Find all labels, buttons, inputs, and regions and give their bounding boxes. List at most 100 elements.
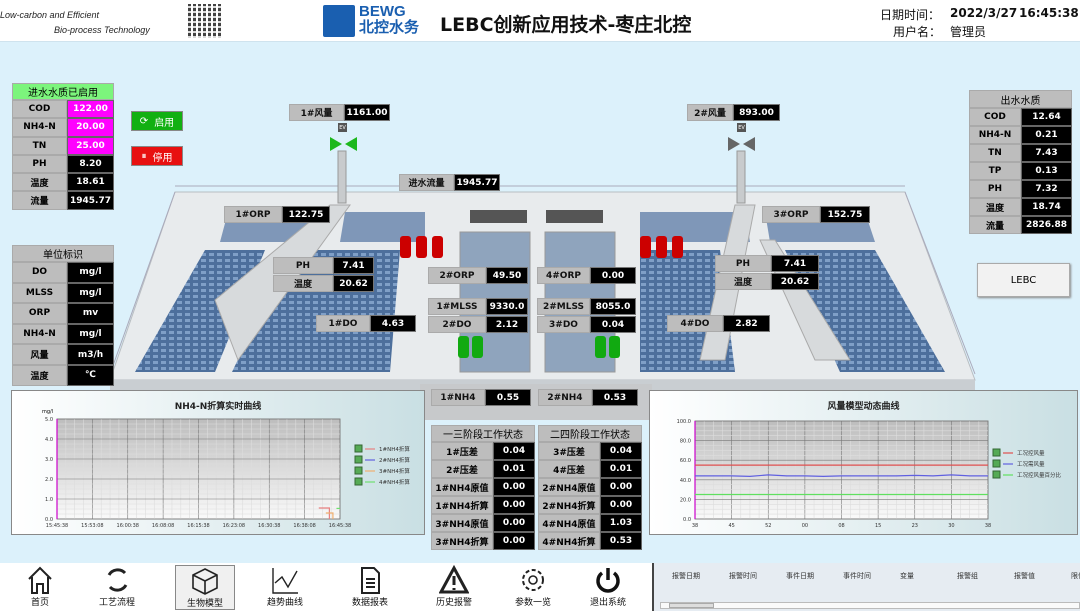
readout-value: 1161.00 <box>344 104 390 121</box>
legend-item: 3#NH4折算 <box>354 466 410 475</box>
alarm-column-header[interactable]: 事件日期 <box>786 572 814 580</box>
slogan-line1: Low-carbon and Efficient <box>0 10 100 20</box>
alarm-column-header[interactable]: 报警日期 <box>672 572 700 580</box>
outflow-title: 出水水质 <box>969 90 1072 108</box>
alarm-panel: 报警日期 报警时间 事件日期 事件时间 变量 报警组 报警值 限值 <box>652 563 1080 611</box>
alarm-column-header[interactable]: 事件时间 <box>843 572 871 580</box>
disable-button[interactable]: ⏸停用 <box>131 146 183 166</box>
alarm-column-header[interactable]: 报警值 <box>1014 572 1035 580</box>
time: 16:45:38 <box>1019 6 1079 20</box>
y-tick-label: 5.0 <box>45 417 53 423</box>
stage24-title: 二四阶段工作状态 <box>538 425 642 442</box>
nav-line-chart[interactable]: 趋势曲线 <box>255 565 315 608</box>
table-row: 温度℃ <box>12 364 114 386</box>
nav-label: 趋势曲线 <box>266 598 303 608</box>
lebc-button[interactable]: LEBC <box>977 263 1070 297</box>
row-value: 25.00 <box>67 136 114 155</box>
document-icon <box>361 567 380 594</box>
readout-value: 8055.0 <box>590 298 636 315</box>
date: 2022/3/27 <box>950 6 1018 20</box>
nav-home[interactable]: 首页 <box>10 565 70 608</box>
legend-item: 2#NH4折算 <box>354 455 410 464</box>
legend-checkbox <box>992 470 1001 479</box>
nav-label: 首页 <box>30 598 49 608</box>
row-value: 0.01 <box>600 460 642 478</box>
row-value: 0.01 <box>493 460 535 478</box>
alarm-scrollbar[interactable] <box>660 602 1080 609</box>
row-label: 4#NH4原值 <box>538 514 600 532</box>
row-value: 0.00 <box>493 532 535 550</box>
valve-1-icon <box>330 137 357 151</box>
line-chart-icon <box>272 568 298 594</box>
x-tick-label: 16:45:38 <box>329 523 351 529</box>
nav-gear[interactable]: 参数一览 <box>503 565 563 608</box>
alarm-column-header[interactable]: 限值 <box>1071 572 1080 580</box>
tank-3-top <box>640 212 750 242</box>
row-label: 2#NH4原值 <box>538 478 600 496</box>
home-icon <box>28 566 52 594</box>
row-value: m3/h <box>67 344 114 365</box>
row-value: 0.00 <box>600 496 642 514</box>
scrollbar-thumb[interactable] <box>669 603 714 608</box>
row-value: 0.00 <box>493 496 535 514</box>
row-value: mg/l <box>67 282 114 304</box>
nav-cube[interactable]: 生物模型 <box>175 565 235 610</box>
nav-document[interactable]: 数据报表 <box>340 565 400 608</box>
gear-icon <box>522 569 544 591</box>
enable-button[interactable]: ⟳启用 <box>131 111 183 131</box>
nh4-chart-title: NH4-N折算实时曲线 <box>174 402 262 412</box>
alarm-column-header[interactable]: 报警组 <box>957 572 978 580</box>
row-value: 122.00 <box>67 100 114 119</box>
row-value: 0.00 <box>493 514 535 532</box>
x-tick-label: 45 <box>728 523 734 529</box>
row-value: 18.61 <box>67 173 114 192</box>
alarm-column-header[interactable]: 变量 <box>900 572 914 580</box>
series-line <box>695 474 988 477</box>
enable-label: 启用 <box>154 117 175 129</box>
green-pumps <box>458 336 620 358</box>
readout-label: 温度 <box>273 275 333 292</box>
nav-power[interactable]: 退出系统 <box>578 565 638 608</box>
x-tick-label: 16:00:38 <box>117 523 139 529</box>
readout-value: 7.41 <box>333 257 374 274</box>
y-tick-label: 3.0 <box>45 457 53 463</box>
nav-warning[interactable]: 历史报警 <box>424 565 484 608</box>
nav-refresh[interactable]: 工艺流程 <box>87 565 147 608</box>
row-label: COD <box>969 108 1021 126</box>
row-label: 流量 <box>12 191 67 210</box>
y-tick-label: 100.0 <box>677 419 691 425</box>
readout-value: 49.50 <box>486 267 528 284</box>
pause-icon: ⏸ <box>141 150 147 162</box>
row-label: 温度 <box>12 364 67 386</box>
nav-label: 退出系统 <box>589 598 626 608</box>
y-tick-label: 80.0 <box>680 439 691 445</box>
readout-label: 1#DO <box>316 315 370 332</box>
air-pipe-2 <box>736 150 746 204</box>
y-tick-label: 2.0 <box>45 477 53 483</box>
alarm-column-header[interactable]: 报警时间 <box>729 572 757 580</box>
row-label: 风量 <box>12 344 67 365</box>
legend-item: 4#NH4折算 <box>354 477 410 486</box>
legend-label: 工况需风量 <box>1017 461 1045 468</box>
